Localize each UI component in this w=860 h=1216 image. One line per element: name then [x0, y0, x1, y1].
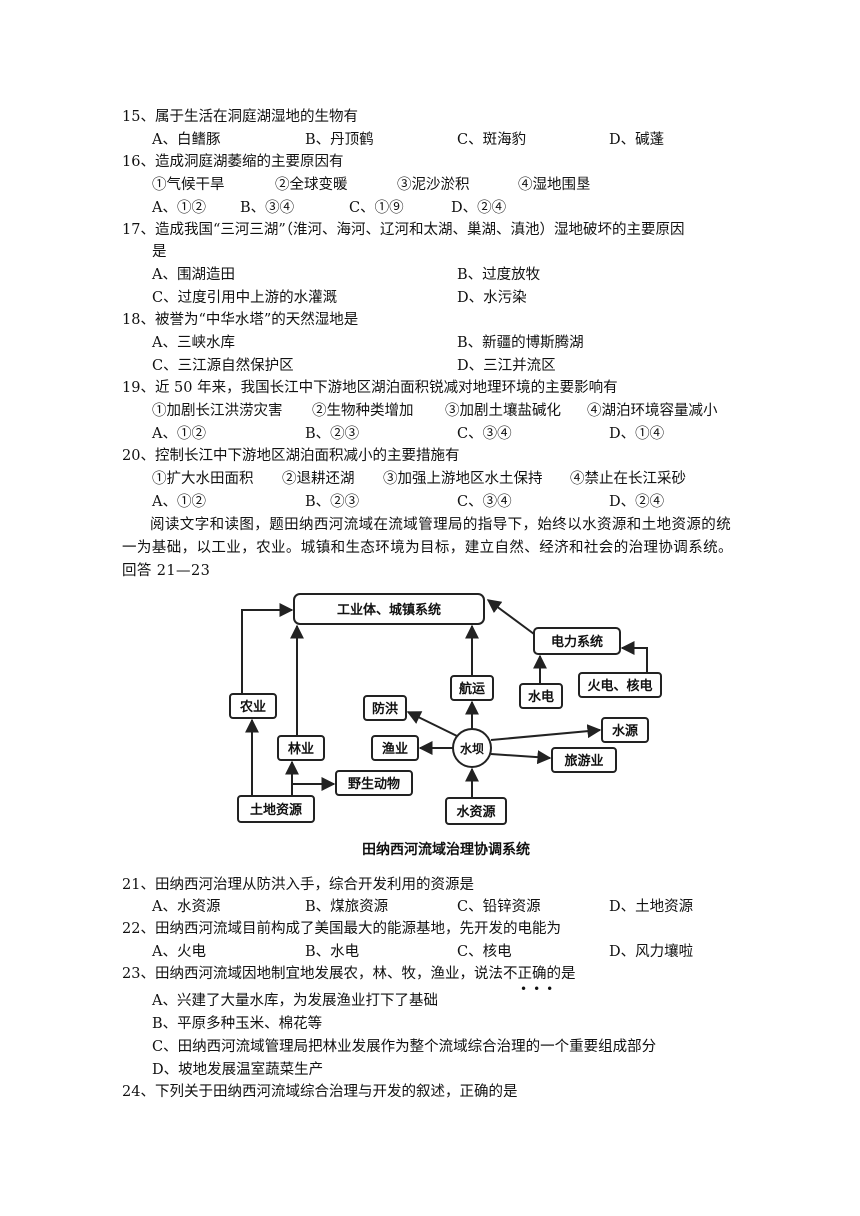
q20-item-1: ①扩大水田面积 [152, 471, 254, 487]
box-agriculture [229, 693, 277, 719]
q15-option-c: C、斑海豹 [457, 132, 527, 148]
q18-option-c: C、三江源自然保护区 [152, 358, 294, 374]
q19-item-1: ①加剧长江洪涝灾害 [152, 403, 283, 419]
q21-option-a: A、水资源 [152, 899, 221, 915]
q23-stem: 23、田纳西河流域因地制宜地发展农，林、牧，渔业，说法不正确的是 [122, 966, 576, 982]
q16-stem: 16、造成洞庭湖萎缩的主要原因有 [122, 154, 344, 170]
q17-option-d: D、水污染 [457, 290, 527, 306]
q18-option-d: D、三江并流区 [457, 358, 556, 374]
label-agriculture: 农业 [239, 699, 266, 715]
q19-option-a: A、①② [152, 426, 206, 442]
q17-stem: 17、造成我国“三河三湖”（淮河、海河、辽河和太湖、巢湖、滇池）湿地破坏的主要原… [122, 222, 685, 238]
q18-stem: 18、被誉为“中华水塔”的天然湿地是 [122, 312, 359, 328]
q19-option-b: B、②③ [305, 426, 360, 442]
label-power: 电力系统 [551, 634, 603, 650]
q23-option-d: D、坡地发展温室蔬菜生产 [152, 1062, 324, 1078]
q16-item-4: ④湿地围垦 [518, 177, 591, 193]
q16-option-b: B、③④ [240, 200, 295, 216]
q20-option-d: D、②④ [609, 494, 665, 510]
box-water [445, 797, 507, 825]
q19-item-3: ③加剧土壤盐碱化 [445, 403, 561, 419]
q17-option-b: B、过度放牧 [457, 267, 541, 283]
box-thermal [578, 672, 662, 698]
label-hydro: 水电 [528, 689, 554, 705]
q19-option-d: D、①④ [609, 426, 665, 442]
box-power [533, 627, 621, 655]
q21-option-d: D、土地资源 [609, 899, 694, 915]
q22-option-c: C、核电 [457, 944, 512, 960]
box-flood [363, 695, 407, 721]
q17-stem-continued: 是 [152, 244, 167, 260]
box-wildlife [335, 770, 413, 796]
q22-option-a: A、火电 [152, 944, 206, 960]
q16-option-c: C、①⑨ [349, 200, 404, 216]
q21-option-b: B、煤旅资源 [305, 899, 389, 915]
box-water-source [601, 717, 649, 743]
label-fishery: 渔业 [382, 741, 408, 757]
q16-option-d: D、②④ [451, 200, 507, 216]
q21-option-c: C、铅锌资源 [457, 899, 541, 915]
q22-option-b: B、水电 [305, 944, 360, 960]
q15-option-a: A、白鳍豚 [152, 132, 221, 148]
box-fishery [371, 735, 419, 761]
q20-item-2: ②退耕还湖 [282, 471, 355, 487]
q20-stem: 20、控制长江中下游地区湖泊面积减小的主要措施有 [122, 448, 460, 464]
q16-item-1: ①气候干旱 [152, 177, 225, 193]
q20-option-c: C、③④ [457, 494, 512, 510]
q20-option-a: A、①② [152, 494, 206, 510]
q23-option-b: B、平原多种玉米、棉花等 [152, 1016, 323, 1032]
q15-stem: 15、属于生活在洞庭湖湿地的生物有 [122, 109, 358, 125]
q24-stem: 24、下列关于田纳西河流域综合治理与开发的叙述，正确的是 [122, 1084, 518, 1100]
q19-item-2: ②生物种类增加 [312, 403, 414, 419]
diagram-caption: 田纳西河流域治理协调系统 [362, 841, 530, 858]
label-thermal: 火电、核电 [587, 678, 652, 694]
q16-option-a: A、①② [152, 200, 206, 216]
q22-stem: 22、田纳西河流域目前构成了美国最大的能源基地，先开发的电能为 [122, 921, 561, 937]
q22-option-d: D、风力壤啦 [609, 944, 694, 960]
q17-option-c: C、过度引用中上游的水灌溉 [152, 290, 338, 306]
q17-option-a: A、围湖造田 [152, 267, 235, 283]
emphasis-dots: ••• [520, 982, 560, 996]
label-wildlife: 野生动物 [348, 776, 400, 792]
q18-option-b: B、新疆的博斯腾湖 [457, 335, 584, 351]
label-land: 土地资源 [250, 802, 302, 818]
box-tourism [551, 747, 617, 773]
q20-item-4: ④禁止在长江采砂 [570, 471, 686, 487]
q15-option-b: B、丹顶鹤 [305, 132, 374, 148]
q20-item-3: ③加强上游地区水土保持 [383, 471, 543, 487]
box-forestry [277, 735, 325, 761]
label-dam: 水坝 [460, 741, 484, 756]
q21-stem: 21、田纳西河治理从防洪入手，综合开发利用的资源是 [122, 877, 474, 893]
q18-option-a: A、三峡水库 [152, 335, 235, 351]
q15-option-d: D、碱蓬 [609, 132, 665, 148]
q19-stem: 19、近 50 年来，我国长江中下游地区湖泊面积锐减对地理环境的主要影响有 [122, 380, 618, 396]
label-flood: 防洪 [372, 701, 398, 717]
label-water-source: 水源 [612, 723, 638, 739]
tva-coordination-diagram: 工业体、城镇系统 电力系统 水电 火电、核电 航运 农业 防洪 水源 水坝 林业… [229, 593, 662, 858]
label-shipping: 航运 [459, 681, 485, 697]
label-water: 水资源 [456, 804, 495, 820]
q19-option-c: C、③④ [457, 426, 512, 442]
label-forestry: 林业 [288, 741, 314, 757]
q16-item-2: ②全球变暖 [275, 177, 348, 193]
label-industry: 工业体、城镇系统 [337, 602, 441, 618]
label-tourism: 旅游业 [564, 753, 603, 769]
q23-option-a: A、兴建了大量水库，为发展渔业打下了基础 [152, 993, 438, 1009]
q19-item-4: ④湖泊环境容量减小 [587, 403, 718, 419]
box-industry [293, 593, 485, 625]
q20-option-b: B、②③ [305, 494, 360, 510]
box-land [237, 795, 315, 823]
q23-option-c: C、田纳西河流域管理局把林业发展作为整个流域综合治理的一个重要组成部分 [152, 1039, 657, 1055]
reading-passage: 阅读文字和读图，题田纳西河流域在流域管理局的指导下，始终以水资源和土地资源的统一… [122, 517, 733, 579]
q16-item-3: ③泥沙淤积 [397, 177, 470, 193]
